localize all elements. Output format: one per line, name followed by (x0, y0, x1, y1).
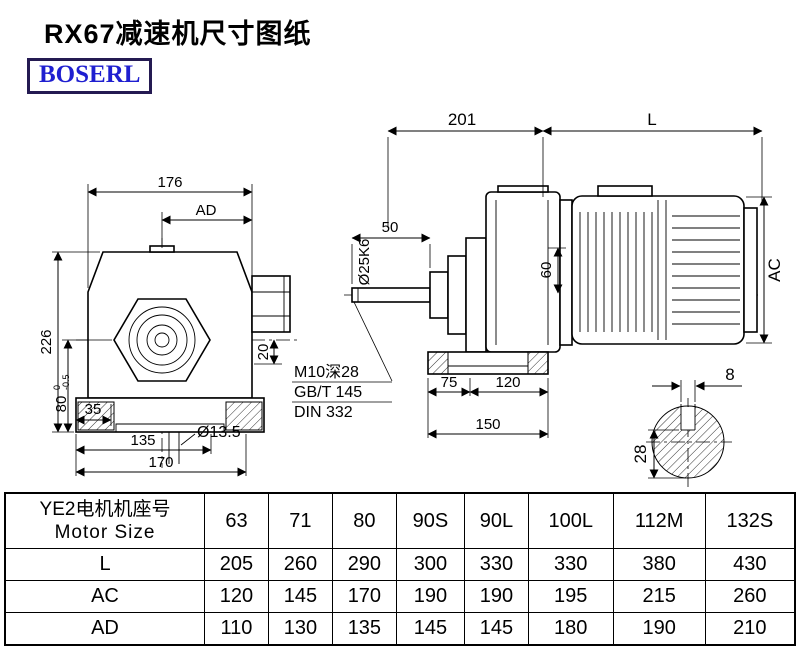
spec-table: YE2电机机座号 Motor Size 63 71 80 90S 90L 100… (4, 492, 796, 646)
dim-201-label: 201 (448, 110, 476, 129)
dim-60-label: 60 (538, 262, 555, 279)
table-cell: 210 (704, 612, 796, 646)
size-col-header: 112M (612, 492, 706, 549)
table-cell: 260 (704, 580, 796, 613)
drawing-svg: 176 AD 226 80 0 -0.5 20 35 (38, 110, 784, 490)
dim-150-label: 150 (475, 416, 500, 433)
row-label: AD (4, 612, 205, 646)
size-col-header: 80 (331, 492, 397, 549)
table-cell: 215 (612, 580, 706, 613)
gearbox-body (485, 185, 561, 353)
dim-key-width-label: 8 (725, 365, 734, 384)
table-cell: 290 (331, 548, 397, 581)
table-header-row: YE2电机机座号 Motor Size 63 71 80 90S 90L 100… (4, 492, 796, 549)
standard-gb-label: GB/T 145 (294, 384, 362, 401)
dim-80-tol-upper: 0 (52, 385, 62, 390)
dim-50-label: 50 (382, 219, 399, 236)
table-cell: 190 (612, 612, 706, 646)
dim-l-label: L (647, 110, 656, 129)
page-title: RX67减速机尺寸图纸 (44, 19, 312, 49)
dim-176-label: 176 (157, 174, 182, 191)
row-label: L (4, 548, 205, 581)
tap-size-label: M10深28 (294, 363, 359, 381)
fan-cover-cap (743, 207, 758, 333)
dim-170-label: 170 (148, 454, 173, 471)
output-shaft (351, 287, 431, 303)
table-cell: 205 (204, 548, 269, 581)
foot-section-hatch (225, 401, 263, 431)
hole-diameter-label: Ø13.5 (197, 424, 241, 441)
motor-size-header-en: Motor Size (54, 522, 156, 544)
size-col-header: 90L (463, 492, 529, 549)
dim-135-label: 135 (130, 432, 155, 449)
motor-flange (559, 199, 573, 346)
dim-20-label: 20 (255, 344, 272, 361)
table-cell: 180 (527, 612, 614, 646)
size-col-header: 132S (704, 492, 796, 549)
dim-35-label: 35 (85, 401, 102, 418)
motor (559, 185, 758, 346)
terminal-box (597, 185, 653, 197)
table-cell: 430 (704, 548, 796, 581)
size-col-header: 100L (527, 492, 614, 549)
technical-drawing: 176 AD 226 80 0 -0.5 20 35 (0, 100, 800, 492)
table-cell: 145 (395, 612, 465, 646)
table-cell: 145 (463, 612, 529, 646)
table-cell: 260 (267, 548, 333, 581)
standard-din-label: DIN 332 (294, 404, 353, 421)
table-row-ac: AC 120 145 170 190 190 195 215 260 (4, 580, 796, 613)
table-cell: 135 (331, 612, 397, 646)
motor-fins (579, 200, 740, 340)
bearing-housing (429, 237, 487, 353)
gearbox-feet (427, 351, 549, 375)
size-col-header: 63 (204, 492, 269, 549)
table-cell: 330 (463, 548, 529, 581)
row-label: AC (4, 580, 205, 613)
dim-80-label: 80 (53, 396, 70, 413)
table-cell: 190 (395, 580, 465, 613)
size-col-header: 71 (267, 492, 333, 549)
table-cell: 145 (267, 580, 333, 613)
table-cell: 300 (395, 548, 465, 581)
table-cell: 120 (204, 580, 269, 613)
shaft-diameter-label: Ø25K6 (356, 239, 373, 286)
table-cell: 330 (527, 548, 614, 581)
table-cell: 190 (463, 580, 529, 613)
dim-75-label: 75 (441, 374, 458, 391)
table-cell: 110 (204, 612, 269, 646)
dim-80-group: 80 0 -0.5 (52, 374, 71, 412)
dim-ad-label: AD (196, 202, 217, 219)
table-cell: 170 (331, 580, 397, 613)
size-col-header: 90S (395, 492, 465, 549)
keyway-slot (681, 407, 695, 430)
table-cell: 130 (267, 612, 333, 646)
side-view: 201 L 50 Ø25K6 60 AC M10深28 (292, 110, 784, 439)
motor-size-header-cn: YE2电机机座号 (39, 498, 171, 520)
table-cell: 380 (612, 548, 706, 581)
dim-226-label: 226 (38, 329, 55, 354)
motor-size-header-cell: YE2电机机座号 Motor Size (4, 492, 205, 549)
hex-boss (113, 298, 211, 382)
front-view: 176 AD 226 80 0 -0.5 20 35 (38, 174, 298, 477)
tap-note-block: M10深28 GB/T 145 DIN 332 (292, 301, 393, 421)
dim-ac-label: AC (765, 258, 784, 282)
brand-logo: BOSERL (27, 58, 153, 94)
table-row-ad: AD 110 130 135 145 145 180 190 210 (4, 612, 796, 646)
shaft-section-view: 8 28 (631, 365, 742, 490)
dim-key-depth-label: 28 (631, 445, 650, 464)
table-cell: 195 (527, 580, 614, 613)
dim-80-tol-lower: -0.5 (61, 374, 71, 390)
table-row-l: L 205 260 290 300 330 330 380 430 (4, 548, 796, 581)
dim-120-label: 120 (495, 374, 520, 391)
